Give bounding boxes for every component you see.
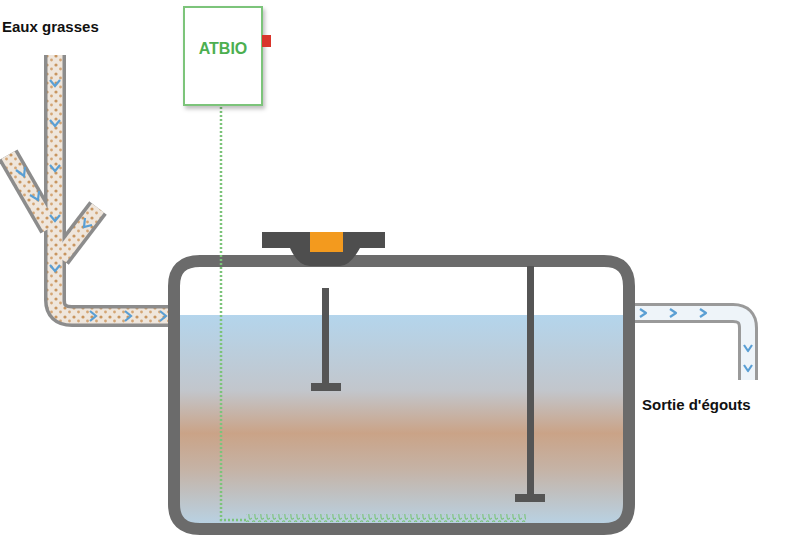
dosing-line (221, 107, 526, 522)
control-unit-box: ATBIO (183, 6, 263, 106)
outlet-pipe (628, 309, 752, 380)
pipe-label: Eaux grasses (2, 18, 99, 35)
indicator-light (262, 35, 271, 47)
unit-label: ATBIO (199, 40, 248, 58)
inlet-pipe (8, 55, 182, 316)
grease-tank (170, 232, 635, 535)
flow-arrows (16, 80, 166, 321)
pipe-label: Sortie d'égouts (642, 396, 751, 413)
